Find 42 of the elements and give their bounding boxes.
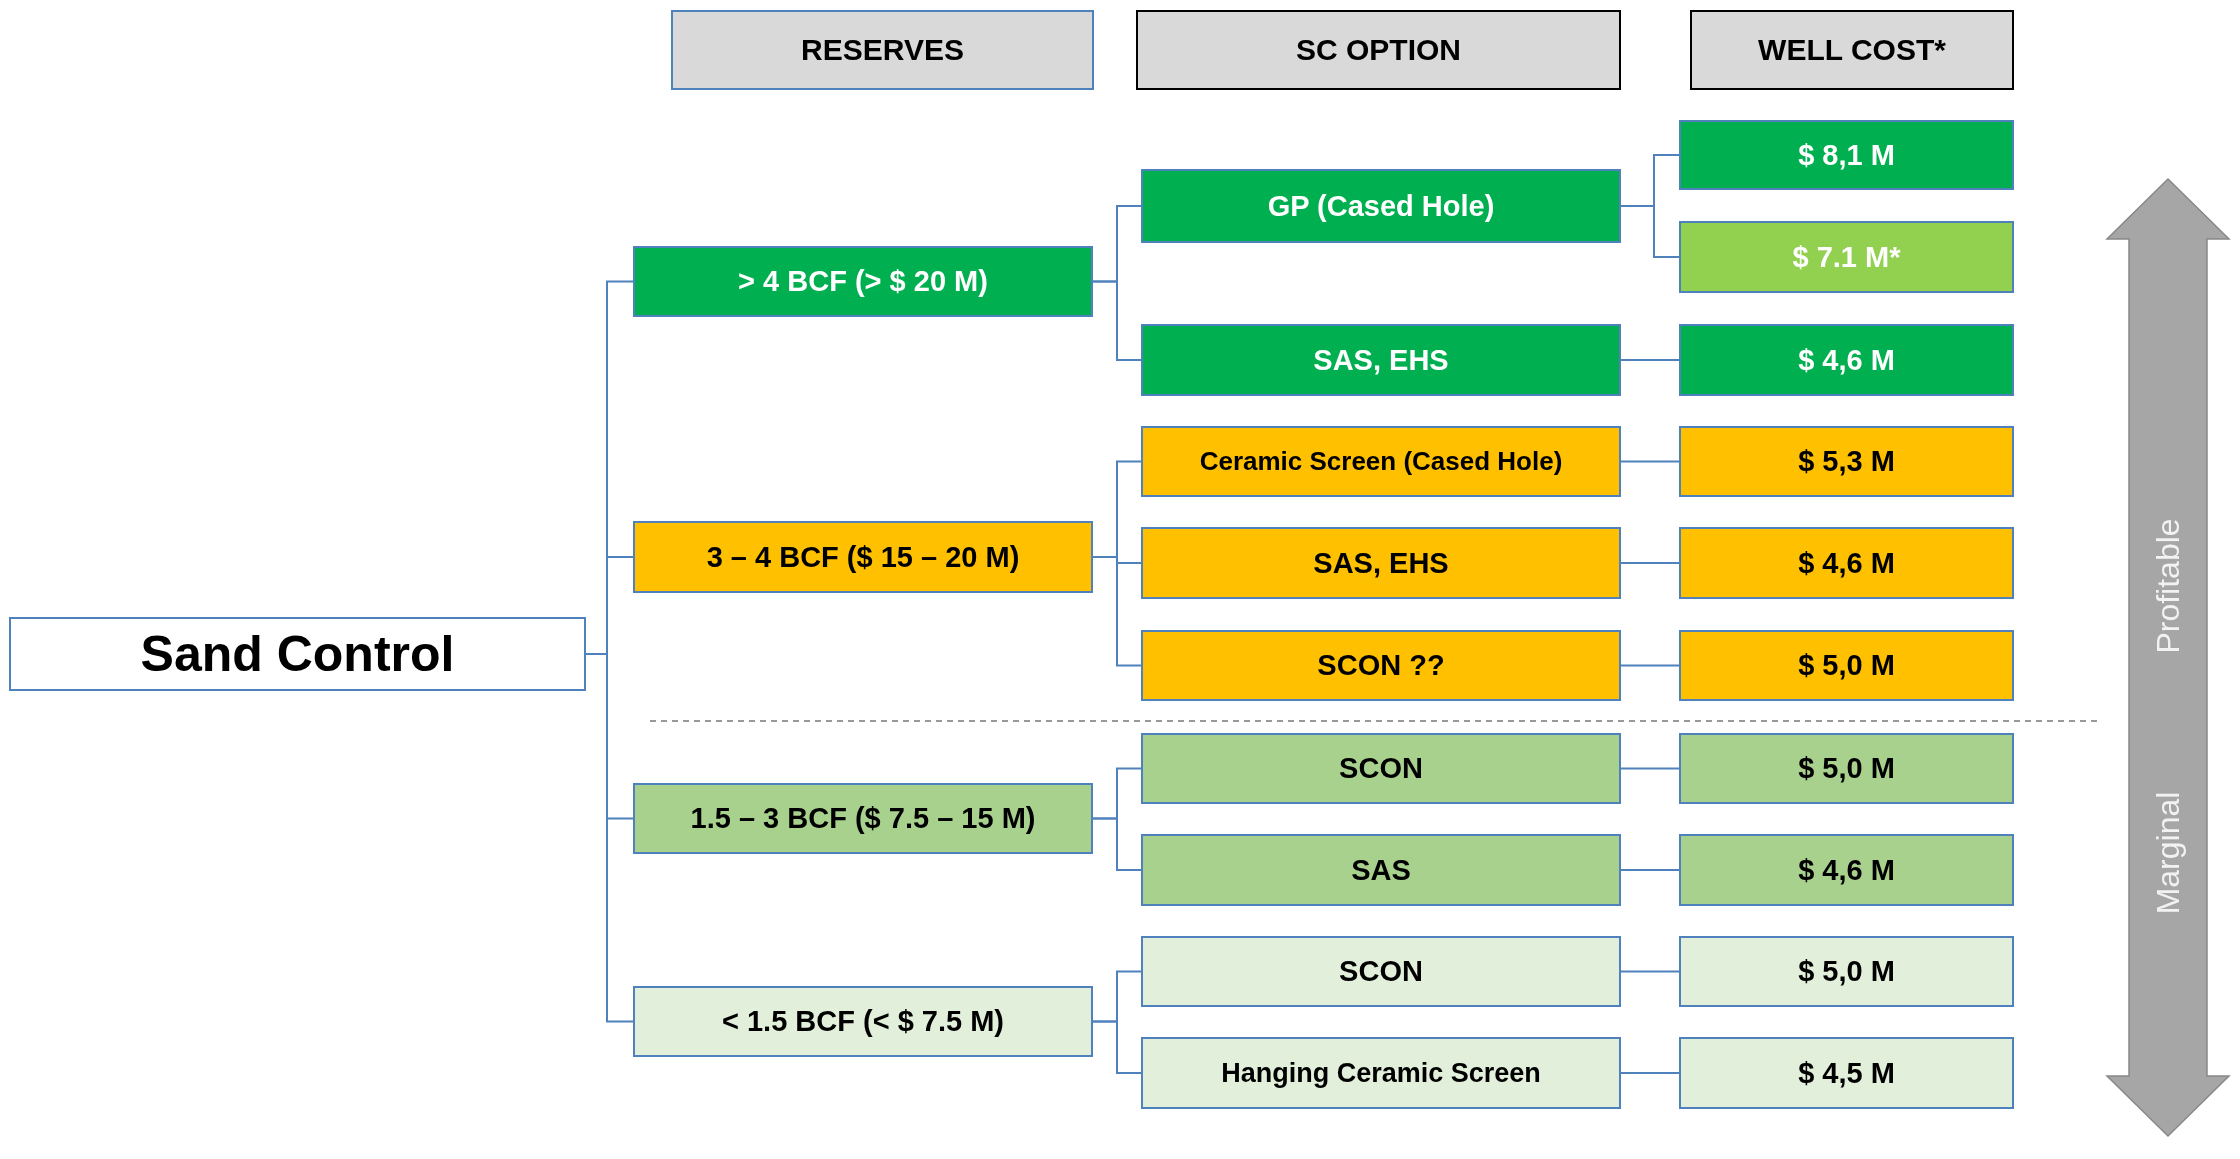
- connector-line: [1620, 664, 1680, 667]
- column-header: WELL COST*: [1690, 10, 2014, 90]
- reserves-box: 3 – 4 BCF ($ 15 – 20 M): [633, 521, 1093, 593]
- option-box: SAS: [1141, 834, 1621, 906]
- connector-line: [1092, 280, 1142, 361]
- connector-line: [1620, 970, 1680, 973]
- cost-box: $ 4,6 M: [1679, 324, 2014, 396]
- option-box: SCON: [1141, 936, 1621, 1007]
- cost-box: $ 4,6 M: [1679, 527, 2014, 599]
- connector-line: [1620, 1072, 1680, 1074]
- arrow-label: Marginal: [2149, 791, 2187, 915]
- column-header: SC OPTION: [1136, 10, 1621, 90]
- connector-line: [1620, 359, 1680, 361]
- cost-box: $ 4,5 M: [1679, 1037, 2014, 1109]
- option-box: SCON ??: [1141, 630, 1621, 701]
- arrow-label: Profitable: [2149, 518, 2187, 654]
- column-header: RESERVES: [671, 10, 1094, 90]
- connector-line: [1620, 562, 1680, 564]
- connector-line: [1092, 556, 1142, 667]
- cost-box: $ 5,0 M: [1679, 733, 2014, 804]
- connector-line: [1620, 767, 1680, 770]
- connector-line: [1620, 460, 1680, 463]
- cost-box: $ 8,1 M: [1679, 120, 2014, 190]
- option-box: Hanging Ceramic Screen: [1141, 1037, 1621, 1109]
- option-box: SAS, EHS: [1141, 324, 1621, 396]
- reserves-box: < 1.5 BCF (< $ 7.5 M): [633, 986, 1093, 1057]
- option-box: SAS, EHS: [1141, 527, 1621, 599]
- option-box: GP (Cased Hole): [1141, 169, 1621, 243]
- option-box: Ceramic Screen (Cased Hole): [1141, 426, 1621, 497]
- root-box: Sand Control: [9, 617, 586, 691]
- cost-box: $ 5,3 M: [1679, 426, 2014, 497]
- cost-box: $ 4,6 M: [1679, 834, 2014, 906]
- cost-box: $ 5,0 M: [1679, 936, 2014, 1007]
- cost-box: $ 5,0 M: [1679, 630, 2014, 701]
- reserves-box: > 4 BCF (> $ 20 M): [633, 246, 1093, 317]
- connector-line: [1620, 205, 1680, 258]
- option-box: SCON: [1141, 733, 1621, 804]
- connector-line: [1620, 869, 1680, 871]
- connector-line: [1092, 1020, 1142, 1074]
- reserves-box: 1.5 – 3 BCF ($ 7.5 – 15 M): [633, 783, 1093, 854]
- cost-box: $ 7.1 M*: [1679, 221, 2014, 293]
- connector-line: [1092, 817, 1142, 871]
